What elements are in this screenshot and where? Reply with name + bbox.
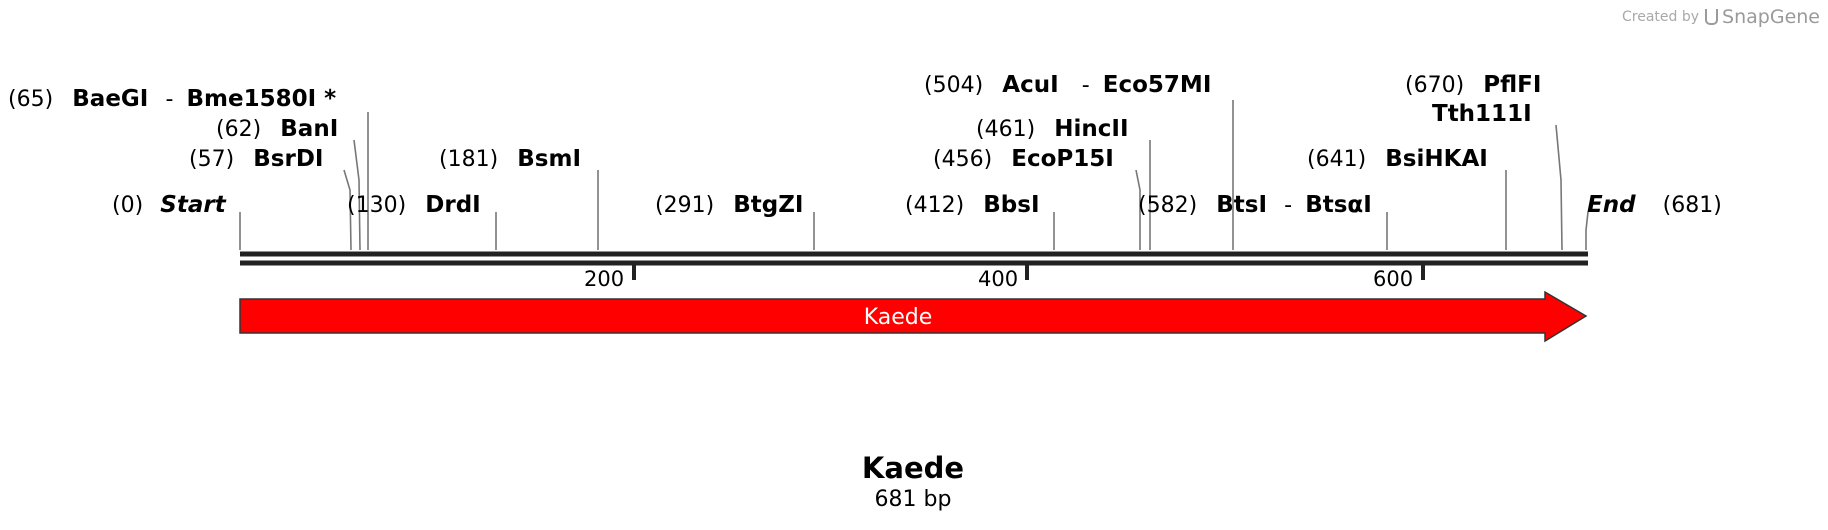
tube-icon bbox=[1705, 9, 1719, 25]
end-pos: (681) bbox=[1663, 193, 1722, 218]
start-pos: (0) bbox=[112, 193, 143, 218]
site-enzyme: BanI bbox=[280, 116, 338, 142]
site-enzyme: DrdI bbox=[425, 192, 480, 218]
map-title: Kaede bbox=[862, 451, 964, 485]
site-isoschizomer: BtsαI bbox=[1305, 192, 1372, 218]
site-pos: (181) bbox=[439, 147, 498, 172]
end-marker: End (681) bbox=[1587, 192, 1722, 218]
site-pos: (130) bbox=[347, 193, 406, 218]
site-bsihkai[interactable]: (641) BsiHKAI bbox=[1307, 146, 1488, 172]
site-isoschizomer: Bme1580I * bbox=[187, 86, 337, 112]
site-pos: (670) bbox=[1405, 73, 1464, 98]
leader-bsrdi bbox=[343, 169, 352, 251]
site-bsrdi[interactable]: (57) BsrDI bbox=[189, 146, 323, 172]
site-isoschizomer: Tth111I bbox=[1432, 101, 1532, 127]
site-enzyme: AcuI bbox=[1002, 72, 1058, 98]
site-pflfi-alt[interactable]: Tth111I bbox=[1432, 101, 1532, 127]
site-pos: (65) bbox=[8, 87, 53, 112]
site-isoschizomer: Eco57MI bbox=[1103, 72, 1212, 98]
site-hincii[interactable]: (461) HincII bbox=[976, 116, 1129, 142]
created-by-text: Created by bbox=[1622, 9, 1700, 25]
start-label: Start bbox=[160, 192, 226, 218]
site-btgzi[interactable]: (291) BtgZI bbox=[655, 192, 804, 218]
leader-end bbox=[1585, 211, 1589, 250]
snapgene-credit: Created by SnapGene bbox=[1622, 6, 1820, 28]
map-length: 681 bp bbox=[875, 487, 952, 512]
site-drdi[interactable]: (130) DrdI bbox=[347, 192, 481, 218]
tick-label-600: 600 bbox=[1373, 267, 1413, 291]
tick-label-200: 200 bbox=[584, 267, 624, 291]
site-pos: (412) bbox=[905, 193, 964, 218]
site-enzyme: BtsI bbox=[1216, 192, 1267, 218]
tick-label-400: 400 bbox=[978, 267, 1018, 291]
site-enzyme: BtgZI bbox=[733, 192, 803, 218]
site-enzyme: BaeGI bbox=[72, 86, 148, 112]
site-pos: (456) bbox=[933, 147, 992, 172]
site-pos: (57) bbox=[189, 147, 234, 172]
start-marker: (0) Start bbox=[112, 192, 227, 218]
feature-arrow[interactable] bbox=[239, 290, 1588, 343]
site-btsi[interactable]: (582) BtsI - BtsαI bbox=[1138, 192, 1372, 218]
site-baegi[interactable]: (65) BaeGI - Bme1580I * bbox=[8, 86, 336, 112]
site-leaders bbox=[239, 100, 1589, 251]
site-bbsi[interactable]: (412) BbsI bbox=[905, 192, 1040, 218]
site-pflfi[interactable]: (670) PflFI bbox=[1405, 72, 1541, 98]
site-separator: - bbox=[165, 87, 173, 112]
site-ecop15i[interactable]: (456) EcoP15I bbox=[933, 146, 1114, 172]
site-enzyme: BsrDI bbox=[253, 146, 323, 172]
snapgene-brand: SnapGene bbox=[1722, 6, 1820, 28]
site-bsmi[interactable]: (181) BsmI bbox=[439, 146, 581, 172]
site-separator: - bbox=[1284, 193, 1292, 218]
site-separator: - bbox=[1082, 73, 1090, 98]
feature-label: Kaede bbox=[864, 305, 933, 330]
site-enzyme: EcoP15I bbox=[1011, 146, 1114, 172]
site-acui[interactable]: (504) AcuI - Eco57MI bbox=[924, 72, 1211, 98]
site-pos: (62) bbox=[216, 117, 261, 142]
leader-bani bbox=[353, 139, 361, 251]
site-enzyme: PflFI bbox=[1483, 72, 1541, 98]
site-enzyme: BbsI bbox=[983, 192, 1039, 218]
site-bani[interactable]: (62) BanI bbox=[216, 116, 338, 142]
feature-kaede[interactable]: Kaede bbox=[239, 290, 1588, 343]
site-pos: (641) bbox=[1307, 147, 1366, 172]
site-pos: (504) bbox=[924, 73, 983, 98]
axis-ticks: 200 400 600 bbox=[584, 265, 1425, 291]
site-pos: (461) bbox=[976, 117, 1035, 142]
site-enzyme: BsiHKAI bbox=[1385, 146, 1488, 172]
site-pos: (582) bbox=[1138, 193, 1197, 218]
leader-ecop15i bbox=[1135, 169, 1141, 250]
end-label: End bbox=[1587, 192, 1636, 218]
site-enzyme: BsmI bbox=[517, 146, 581, 172]
leader-pflfi bbox=[1555, 124, 1563, 251]
site-enzyme: HincII bbox=[1054, 116, 1128, 142]
site-pos: (291) bbox=[655, 193, 714, 218]
